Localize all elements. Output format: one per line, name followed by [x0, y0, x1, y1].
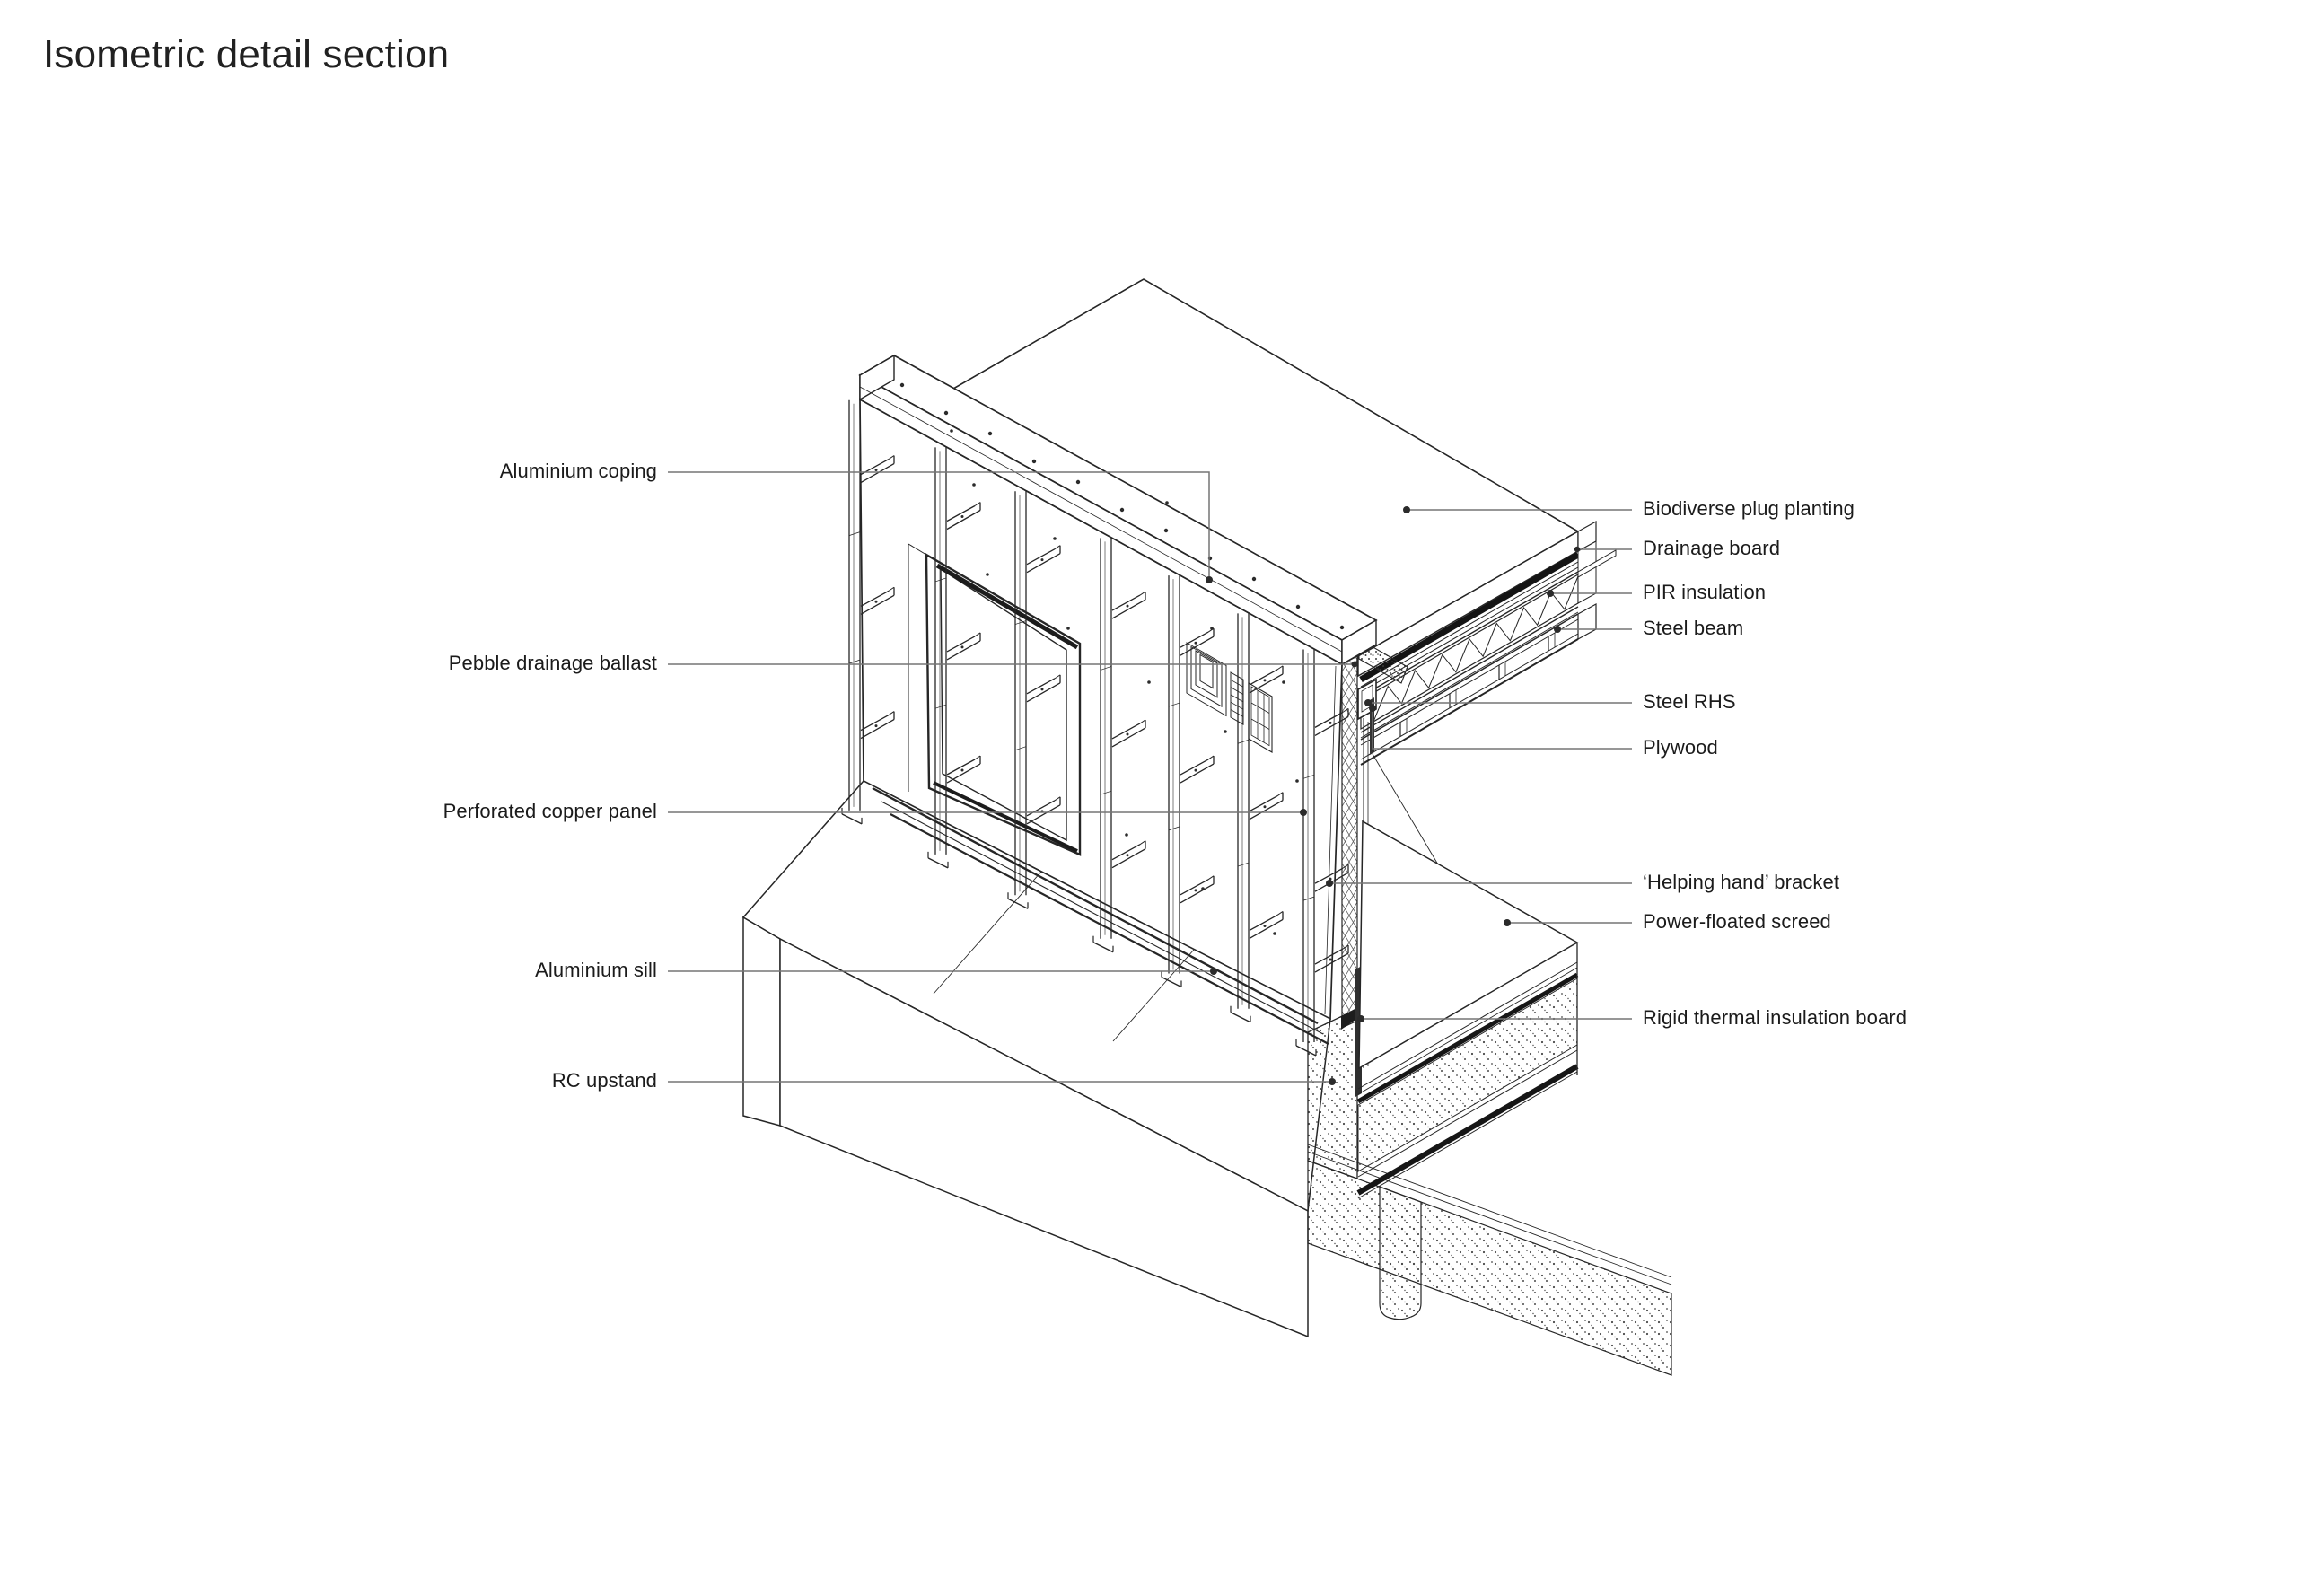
label-aluminium-coping: Aluminium coping — [499, 459, 657, 482]
label-steel-rhs: Steel RHS — [1643, 689, 1736, 713]
window-opening — [908, 543, 1082, 856]
page-title: Isometric detail section — [43, 32, 450, 76]
label-pebble-drainage-ballast: Pebble drainage ballast — [448, 651, 657, 674]
label-steel-beam: Steel beam — [1643, 616, 1744, 639]
label-biodiverse-plug-planting: Biodiverse plug planting — [1643, 496, 1855, 520]
label-perforated-copper-panel: Perforated copper panel — [443, 799, 657, 822]
label-helping-hand-bracket: ‘Helping hand’ bracket — [1643, 870, 1840, 893]
plinth-and-ground — [741, 780, 1672, 1376]
facade-rails-and-brackets — [841, 399, 1349, 1057]
label-drainage-board: Drainage board — [1643, 536, 1781, 559]
green-roof-slab — [922, 278, 1617, 766]
label-power-floated-screed: Power-floated screed — [1643, 909, 1831, 933]
label-pir-insulation: PIR insulation — [1643, 580, 1767, 603]
leader-lines — [668, 471, 1632, 1085]
label-aluminium-sill: Aluminium sill — [535, 958, 657, 981]
aluminium-sill-flashing — [872, 786, 1329, 1045]
label-rc-upstand: RC upstand — [551, 1068, 657, 1092]
label-plywood: Plywood — [1643, 735, 1718, 759]
perforation-detail-insets — [1186, 642, 1273, 753]
floor-slab — [1356, 820, 1579, 1199]
label-rigid-thermal-insulation-board: Rigid thermal insulation board — [1643, 1005, 1908, 1029]
